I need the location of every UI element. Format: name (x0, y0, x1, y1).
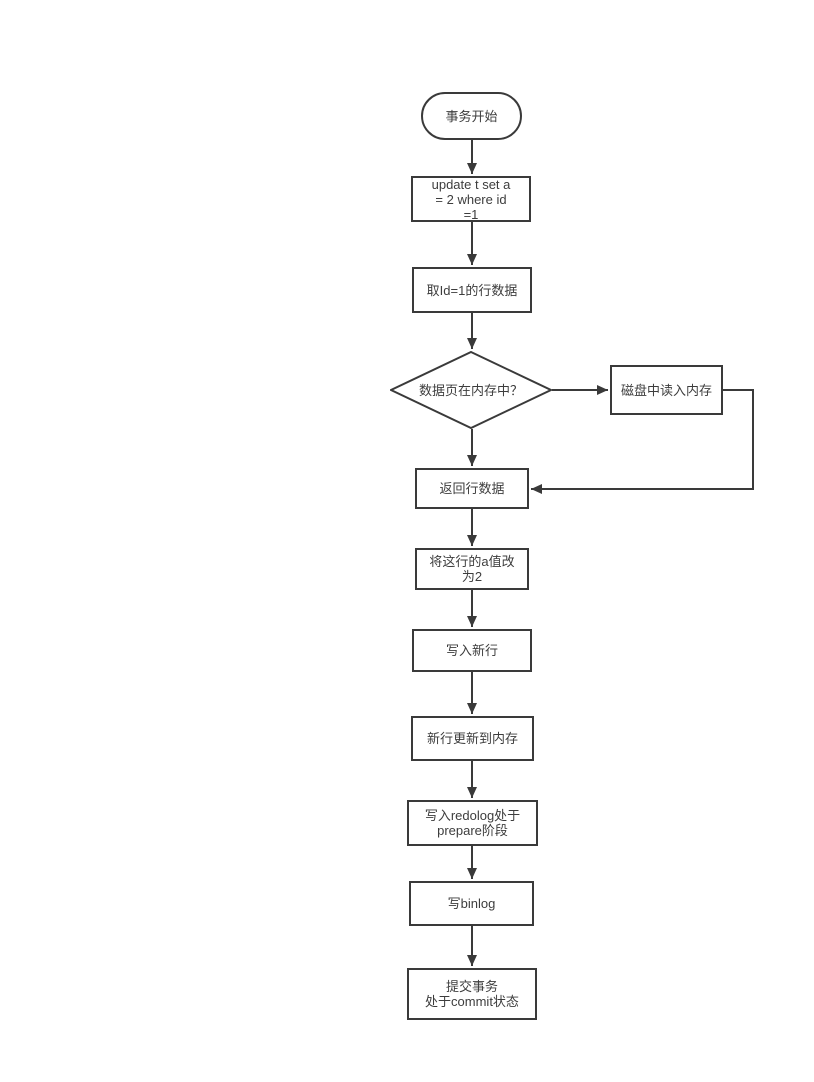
node-redolog-prepare: 写入redolog处于 prepare阶段 (407, 800, 538, 846)
edge-disk-return-loop (531, 389, 754, 494)
node-transaction-start: 事务开始 (421, 92, 522, 140)
node-change-a-value: 将这行的a值改 为2 (415, 548, 529, 590)
node-update-memory: 新行更新到内存 (411, 716, 534, 761)
node-page-in-memory-decision: 数据页在内存中？ (390, 351, 552, 429)
node-commit-transaction: 提交事务 处于commit状态 (407, 968, 537, 1020)
node-return-row: 返回行数据 (415, 468, 529, 509)
node-write-binlog: 写binlog (409, 881, 534, 926)
node-write-new-row: 写入新行 (412, 629, 532, 672)
node-update-sql: update t set a = 2 where id =1 (411, 176, 531, 222)
node-fetch-row: 取Id=1的行数据 (412, 267, 532, 313)
decision-label: 数据页在内存中？ (418, 382, 523, 398)
decision-diamond-shape (390, 351, 552, 429)
node-read-from-disk: 磁盘中读入内存 (610, 365, 723, 415)
